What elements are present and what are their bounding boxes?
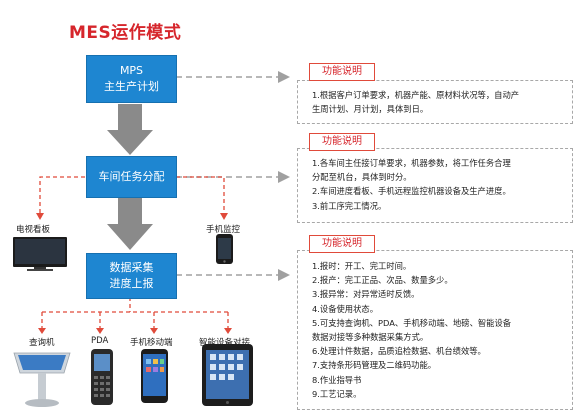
mobile-monitor-label: 手机监控: [206, 225, 241, 235]
function-box-3: 1.报时：开工、完工时间。 2.报产：完工正品、次品、数量多少。 3.报异常：对…: [297, 250, 573, 410]
page-title: MES运作模式: [69, 23, 182, 43]
step-data-collect-line1: 数据采集: [109, 261, 154, 275]
connector-arrow-1: [278, 71, 290, 83]
tv-icon: [13, 237, 67, 271]
function-label-1: 功能说明: [309, 63, 375, 81]
smart-device-label: 智能设备对接: [199, 338, 251, 348]
phone-monitor-connector: [176, 176, 225, 213]
kiosk-icon: [13, 352, 71, 407]
connector-arrow-3: [278, 269, 290, 281]
connector-arrow-2: [278, 171, 290, 183]
step-mps-line2: 主生产计划: [104, 80, 159, 93]
flow-arrow-1: [107, 104, 153, 155]
phone-monitor-icon: [216, 234, 233, 264]
function-box-2: 1.各车间主任接订单要求，机器参数，将工作任务合理 分配至机台，具体到时分。 2…: [297, 148, 573, 223]
pda-label: PDA: [91, 336, 109, 346]
function-label-3: 功能说明: [309, 235, 375, 253]
step-task-assign-label: 车间任务分配: [98, 170, 165, 184]
function-text-1: 1.根据客户订单要求，机器产能、原材料状况等，自动产 生周计划、月计划，具体到日…: [312, 90, 520, 115]
step-task-assign-box: 车间任务分配: [86, 156, 177, 198]
function-label-2: 功能说明: [309, 133, 375, 151]
tablet-icon: [202, 344, 253, 406]
function-text-3: 1.报时：开工、完工时间。 2.报产：完工正品、次品、数量多少。 3.报异常：对…: [312, 261, 512, 399]
mobile-phone-icon: [141, 349, 168, 403]
step-mps-line1: MPS: [119, 64, 144, 78]
step-data-collect-box: 数据采集 进度上报: [86, 253, 177, 299]
function-box-1: 1.根据客户订单要求，机器产能、原材料状况等，自动产 生周计划、月计划，具体到日…: [297, 80, 573, 124]
flow-arrow-2: [107, 196, 153, 250]
kiosk-label: 查询机: [29, 338, 55, 348]
pda-icon: [91, 349, 113, 405]
tv-label: 电视看板: [16, 225, 51, 235]
step-data-collect-line2: 进度上报: [109, 277, 154, 290]
function-text-2: 1.各车间主任接订单要求，机器参数，将工作任务合理 分配至机台，具体到时分。 2…: [312, 158, 511, 211]
tv-connector: [39, 176, 85, 213]
step-mps-box: MPS 主生产计划: [86, 55, 177, 103]
mobile-label: 手机移动端: [130, 338, 173, 348]
